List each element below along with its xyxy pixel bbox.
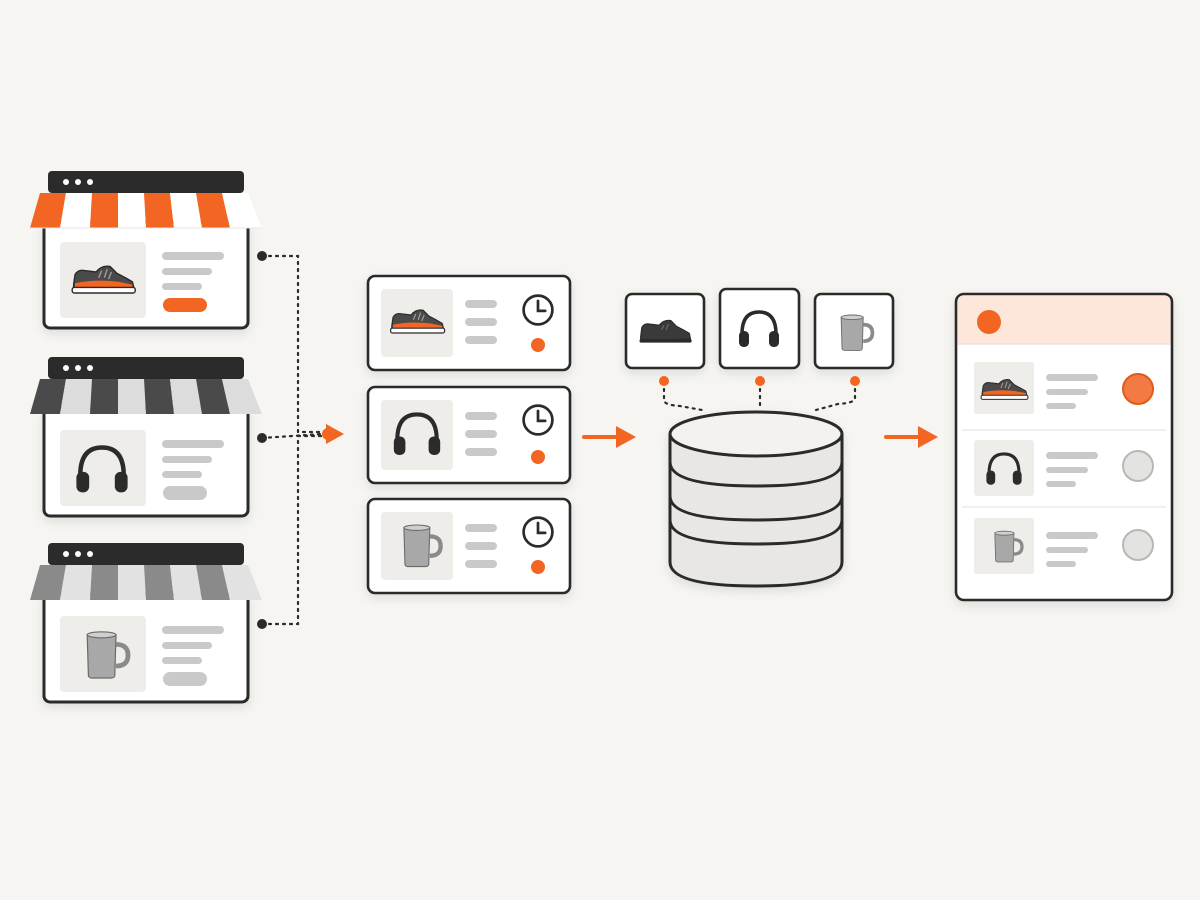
status-dot: [531, 560, 545, 574]
clock-icon: [522, 404, 554, 436]
database-icon: [668, 410, 844, 588]
storefront-headphones: [30, 357, 262, 518]
buy-button: [163, 298, 207, 312]
ingest-card-headphones: [366, 385, 572, 485]
buy-button: [163, 486, 207, 500]
result-row-headphones: [974, 440, 1154, 496]
select-radio[interactable]: [1122, 450, 1154, 482]
catalog-connectors: [662, 380, 857, 412]
arrow-right-icon: [322, 424, 344, 444]
storefront-mugs: [30, 543, 262, 704]
status-dot: [531, 450, 545, 464]
select-radio[interactable]: [1122, 529, 1154, 561]
panel-header-dot: [977, 310, 1001, 334]
arrow-right-icon: [582, 426, 636, 448]
awning-orange: [30, 193, 262, 229]
catalog-tile-sneakers: [624, 292, 706, 370]
awning-dark: [30, 379, 262, 414]
store-connectors: [260, 254, 324, 626]
clock-icon: [522, 294, 554, 326]
result-row-mugs: [974, 518, 1154, 574]
ingest-card-sneakers: [366, 274, 572, 372]
ingest-card-mugs: [366, 497, 572, 595]
result-row-sneakers: [974, 362, 1154, 414]
results-panel: [954, 292, 1174, 602]
status-dot: [531, 338, 545, 352]
catalog-tile-mugs: [813, 292, 895, 370]
awning-gray: [30, 565, 262, 600]
catalog-tile-headphones: [718, 287, 801, 370]
storefront-sneakers: [30, 171, 262, 330]
buy-button: [163, 672, 207, 686]
select-radio-selected[interactable]: [1122, 373, 1154, 405]
clock-icon: [522, 516, 554, 548]
arrow-right-icon: [884, 426, 938, 448]
